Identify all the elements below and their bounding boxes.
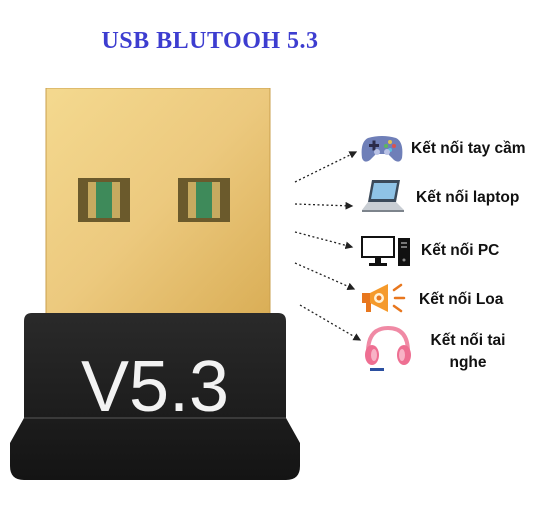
- arrow-speaker: [294, 262, 356, 290]
- laptop-icon: [362, 180, 404, 212]
- version-label: V5.3: [81, 347, 229, 427]
- page-title: USB BLUTOOH 5.3: [101, 28, 319, 54]
- arrow-pc: [294, 231, 354, 250]
- gamepad-icon: [361, 136, 403, 162]
- connection-label-pc: Kết nối PC: [421, 242, 500, 259]
- connection-label-gamepad: Kết nối tay cầm: [411, 140, 526, 157]
- desktop-pc-icon: [361, 236, 410, 266]
- headphones-icon: [365, 325, 411, 371]
- connection-label-headphones: Kết nối tai nghe: [430, 332, 506, 371]
- usb-dongle-image: V5.3: [10, 88, 300, 480]
- connection-label-laptop: Kết nối laptop: [416, 189, 520, 206]
- connection-label-speaker: Kết nối Loa: [419, 291, 504, 308]
- arrow-headphones: [299, 304, 362, 341]
- usb-slot-right: [178, 178, 230, 222]
- arrow-gamepad: [294, 151, 358, 183]
- speaker-icon: [362, 283, 406, 313]
- usb-slot-left: [78, 178, 130, 222]
- arrow-laptop: [294, 201, 354, 210]
